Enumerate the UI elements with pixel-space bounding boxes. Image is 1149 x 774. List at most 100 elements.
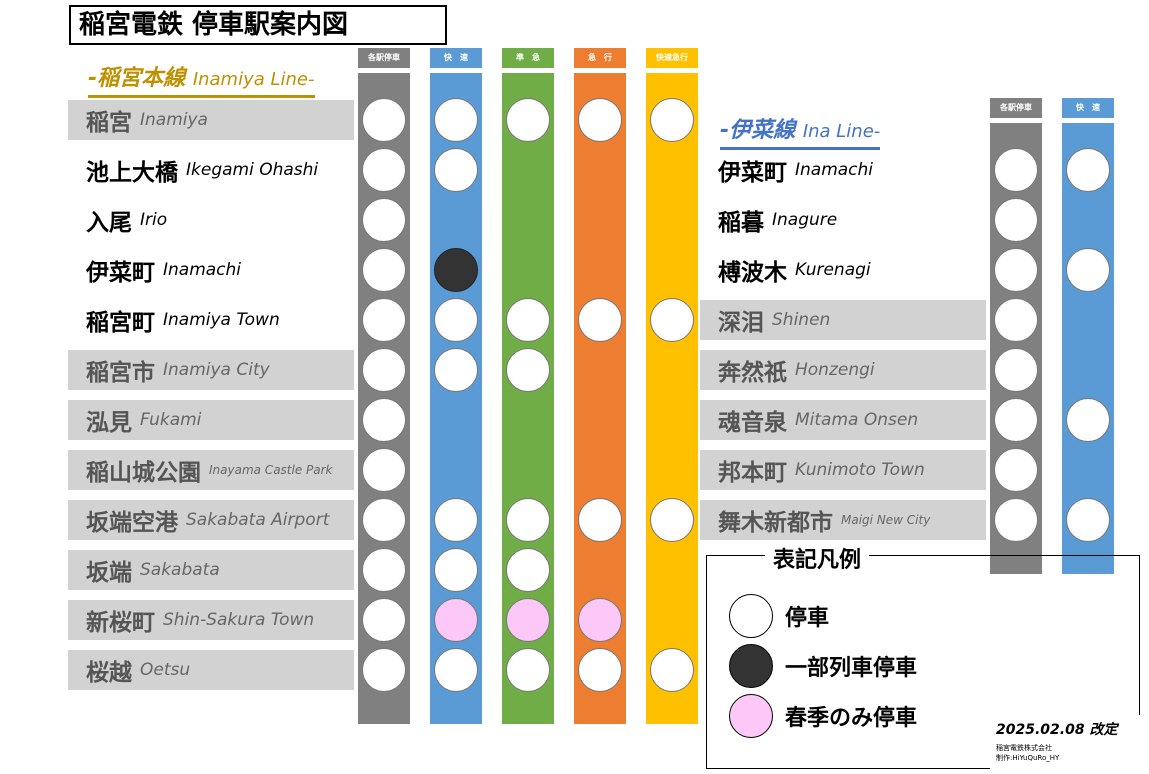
station-name-ja: 稲山城公園	[86, 460, 201, 486]
service-column-header: 快 速	[430, 48, 482, 68]
stop-dot	[1066, 498, 1110, 542]
legend-spring-dot	[729, 694, 773, 738]
station-row: 坂端 Sakabata	[68, 550, 354, 590]
service-column-header: 快速急行	[646, 48, 698, 68]
stop-dot	[362, 148, 406, 192]
station-name-en: Inamachi	[795, 160, 874, 180]
stop-dot	[994, 498, 1038, 542]
stop-dot	[650, 298, 694, 342]
stop-dot	[994, 348, 1038, 392]
revision-author: 制作:HiYuQuRo_HY	[996, 754, 1060, 762]
stop-dot	[506, 298, 550, 342]
station-row: 池上大橋 Ikegami Ohashi	[68, 150, 354, 190]
station-name-ja: 稲宮市	[86, 360, 155, 386]
ina-line-underline	[720, 147, 881, 150]
stop-dot	[650, 98, 694, 142]
stop-dot	[650, 648, 694, 692]
spring-stop-dot	[506, 598, 550, 642]
station-name-en: Inayama Castle Park	[209, 463, 333, 477]
revision-box: 2025.02.08 改定 稲宮電鉄株式会社 制作:HiYuQuRo_HY	[990, 715, 1140, 769]
station-name-ja: 池上大橋	[86, 160, 178, 186]
service-column-bar	[990, 123, 1042, 574]
service-column-header: 快 速	[1062, 98, 1114, 118]
station-name-en: Maigi New City	[841, 513, 931, 527]
station-name-en: Honzengi	[795, 360, 875, 380]
station-name-ja: 榑波木	[718, 260, 787, 286]
station-name-en: Fukami	[140, 410, 202, 430]
stop-dot	[434, 648, 478, 692]
inamiya-line-name-en: Inamiya Line-	[192, 69, 315, 90]
legend-items: 停車一部列車停車春季のみ停車	[729, 594, 917, 744]
station-name-en: Inamiya City	[163, 360, 270, 380]
stop-dot	[362, 498, 406, 542]
station-name-ja: 坂端空港	[86, 510, 178, 536]
stop-dot	[994, 398, 1038, 442]
revision-company: 稲宮電鉄株式会社	[996, 744, 1052, 752]
stop-dot	[506, 548, 550, 592]
station-name-ja: 新桜町	[86, 610, 155, 636]
stop-dot	[994, 198, 1038, 242]
station-name-en: Kunimoto Town	[795, 460, 925, 480]
station-name-ja: 深泪	[718, 310, 764, 336]
service-column-bar	[358, 73, 410, 724]
station-row: 稲山城公園 Inayama Castle Park	[68, 450, 354, 490]
legend-label: 停車	[785, 606, 830, 631]
station-row: 舞木新都市 Maigi New City	[700, 500, 986, 540]
station-name-ja: 稲宮町	[86, 310, 155, 336]
station-row: 伊菜町 Inamachi	[700, 150, 986, 190]
stop-dot	[362, 548, 406, 592]
station-name-ja: 伊菜町	[718, 160, 787, 186]
service-column-header: 準 急	[502, 48, 554, 68]
station-name-ja: 舞木新都市	[718, 510, 833, 536]
legend-title: 表記凡例	[765, 542, 870, 574]
legend-stop-dot	[729, 594, 773, 638]
station-row: 邦本町 Kunimoto Town	[700, 450, 986, 490]
station-name-en: Sakabata	[140, 560, 220, 580]
station-name-en: Kurenagi	[795, 260, 871, 280]
station-name-en: Inagure	[772, 210, 838, 230]
service-column-bar	[430, 73, 482, 724]
inamiya-line-underline	[88, 95, 315, 98]
stop-dot	[362, 398, 406, 442]
stop-dot	[506, 648, 550, 692]
station-name-en: Ikegami Ohashi	[186, 160, 319, 180]
station-name-en: Inamachi	[163, 260, 242, 280]
stop-dot	[506, 98, 550, 142]
stop-dot	[362, 298, 406, 342]
service-column-header: 各駅停車	[990, 98, 1042, 118]
inamiya-line-name-ja: -稲宮本線	[88, 66, 186, 91]
service-column-bar	[574, 73, 626, 724]
page-title: 稲宮電鉄 停車駅案内図	[69, 5, 447, 45]
service-column-header: 急 行	[574, 48, 626, 68]
station-name-ja: 邦本町	[718, 460, 787, 486]
stop-dot	[362, 248, 406, 292]
stop-dot	[434, 148, 478, 192]
stop-dot	[362, 348, 406, 392]
stop-dot	[578, 298, 622, 342]
stop-dot	[578, 98, 622, 142]
station-row: 稲宮市 Inamiya City	[68, 350, 354, 390]
service-column-bar	[502, 73, 554, 724]
station-name-en: Shinen	[772, 310, 831, 330]
ina-line-name-en: Ina Line-	[802, 121, 881, 142]
stop-dot	[1066, 248, 1110, 292]
partial-stop-dot	[434, 248, 478, 292]
legend-partial-dot	[729, 644, 773, 688]
service-column-bar	[646, 73, 698, 724]
station-name-ja: 稲宮	[86, 110, 132, 136]
legend-item: 春季のみ停車	[729, 694, 917, 738]
service-column-header: 各駅停車	[358, 48, 410, 68]
stop-dot	[434, 548, 478, 592]
ina-line-name-ja: -伊菜線	[720, 118, 796, 143]
stop-dot	[434, 298, 478, 342]
stop-dot	[994, 148, 1038, 192]
station-name-ja: 坂端	[86, 560, 132, 586]
